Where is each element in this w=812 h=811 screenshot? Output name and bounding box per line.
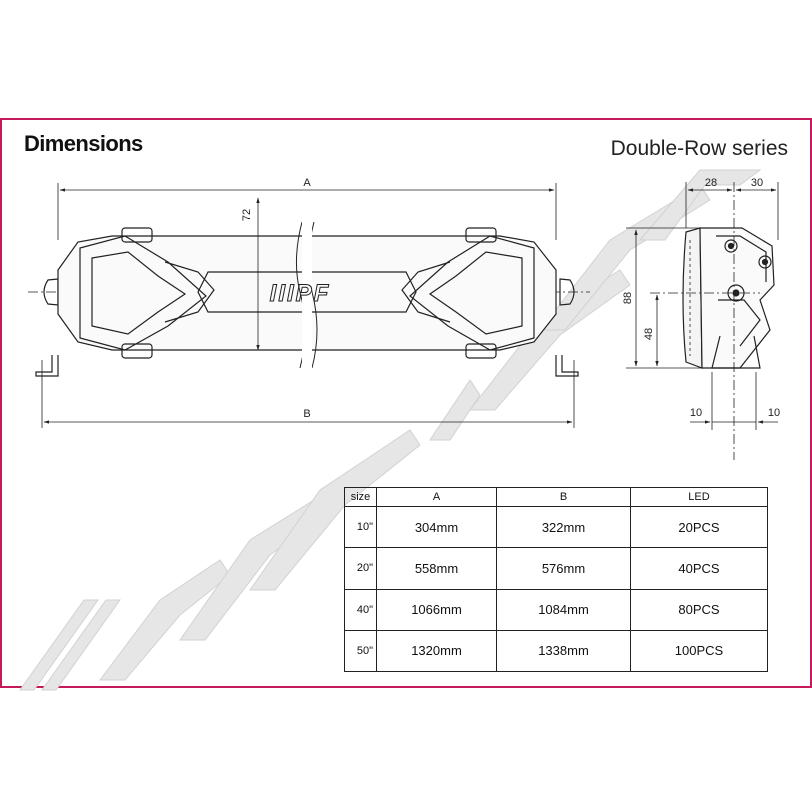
table-header-row: size A B LED <box>344 486 768 508</box>
cell-led: 100PCS <box>630 629 768 673</box>
series-name: Double-Row series <box>610 137 788 160</box>
header-b: B <box>496 486 631 508</box>
cell-size: 10" <box>344 506 377 549</box>
header-a: A <box>376 486 497 508</box>
cell-b: 576mm <box>496 547 631 590</box>
cell-led: 20PCS <box>630 506 768 549</box>
side-view <box>682 227 775 369</box>
cell-a: 558mm <box>376 547 497 590</box>
table-row: 40" 1066mm 1084mm 80PCS <box>344 588 768 631</box>
header-led: LED <box>630 486 768 508</box>
cell-size: 40" <box>344 588 377 631</box>
cell-a: 1320mm <box>376 629 497 673</box>
table-row: 20" 558mm 576mm 40PCS <box>344 547 768 590</box>
cell-led: 40PCS <box>630 547 768 590</box>
table-row: 10" 304mm 322mm 20PCS <box>344 506 768 549</box>
diagram-frame <box>0 118 812 688</box>
side-dimension-lines <box>626 182 779 460</box>
cell-a: 1066mm <box>376 588 497 631</box>
dimension-88-label: 88 <box>622 292 634 304</box>
spec-table: size A B LED 10" 304mm 322mm 20PCS 20" 5… <box>344 486 768 673</box>
header-size: size <box>344 486 377 508</box>
cell-b: 1084mm <box>496 588 631 631</box>
cell-a: 304mm <box>376 506 497 549</box>
dimension-a-label: A <box>303 177 311 189</box>
cell-size: 50" <box>344 629 377 673</box>
dimension-48-label: 48 <box>643 328 655 340</box>
ipf-logo-outline-icon: IIIPF <box>270 280 331 307</box>
ipf-logo-watermark-icon <box>19 169 762 691</box>
page-title: Dimensions <box>24 131 143 156</box>
dimension-b <box>41 360 575 428</box>
dimension-10-left-label: 10 <box>690 407 702 419</box>
dimension-72-label: 72 <box>241 209 253 221</box>
dimension-10-right-label: 10 <box>768 407 780 419</box>
cell-size: 20" <box>344 547 377 590</box>
cell-led: 80PCS <box>630 588 768 631</box>
dimension-b-label: B <box>303 408 310 420</box>
cell-b: 1338mm <box>496 629 631 673</box>
cell-b: 322mm <box>496 506 631 549</box>
dimension-a <box>57 183 557 240</box>
table-row: 50" 1320mm 1338mm 100PCS <box>344 629 768 673</box>
dimension-28-label: 28 <box>705 177 717 189</box>
dimension-30-label: 30 <box>751 177 763 189</box>
break-gap <box>302 222 312 368</box>
